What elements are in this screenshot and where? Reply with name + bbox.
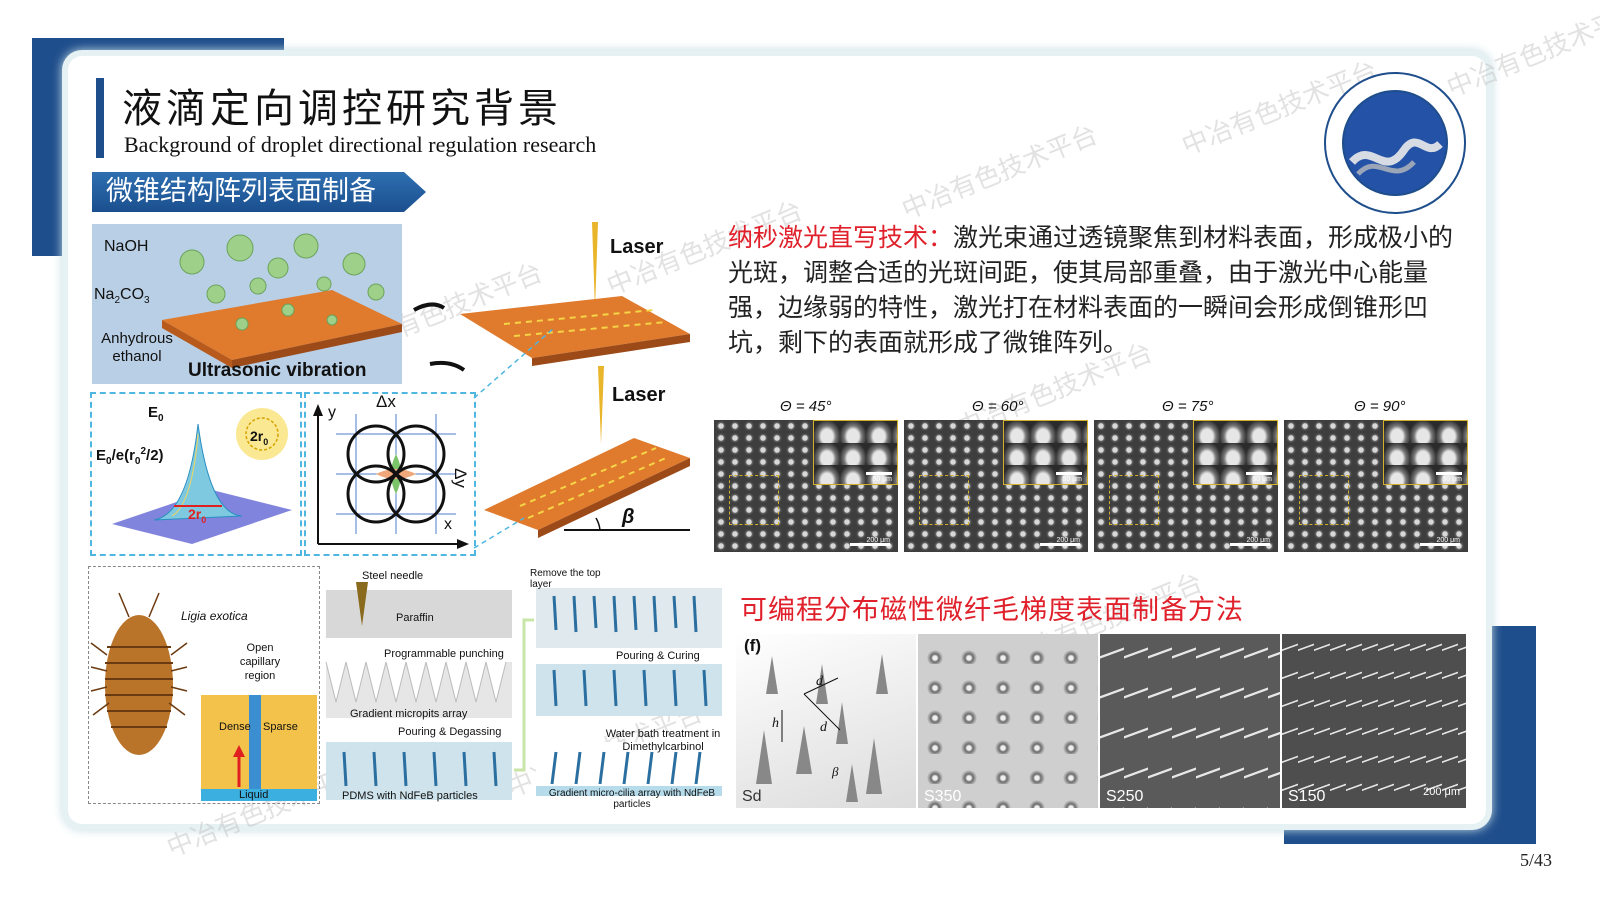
pouring-curing-label: Pouring & Curing — [616, 650, 700, 662]
title-accent-bar — [96, 78, 104, 158]
two-r0-label-spot: 2r0 — [250, 428, 269, 447]
ultrasonic-label: Ultrasonic vibration — [188, 360, 367, 381]
spike-image-s150: S150 200 μm — [1282, 634, 1466, 808]
beta-angle-label: β — [622, 506, 635, 528]
sem-angle-label: Θ = 75° — [1162, 398, 1214, 415]
panel-tag-label: (f) — [744, 636, 761, 655]
spike-panel-label: Sd — [742, 788, 762, 805]
e0-expression-label: E0/e(r02/2) — [96, 446, 164, 467]
spike-image-s250: S250 — [1100, 634, 1280, 808]
steel-needle-label: Steel needle — [362, 570, 424, 582]
naoh-label: NaOH — [104, 238, 149, 255]
fabrication-process-figure: Steel needle Paraffin Programmable punch… — [324, 566, 728, 810]
spike-panel-label: S250 — [1106, 788, 1144, 805]
university-logo — [1322, 70, 1468, 216]
magnetic-cilia-subheading: 可编程分布磁性微纤毛梯度表面制备方法 — [740, 595, 1244, 626]
pdms-label: PDMS with NdFeB particles — [342, 790, 478, 802]
spike-image-s350: S350 — [918, 634, 1098, 808]
two-r0-label-beam: 2r0 — [188, 506, 207, 525]
page-subtitle: Background of droplet directional regula… — [124, 132, 597, 157]
sem-image-60: 50 μm 200 μm — [904, 420, 1088, 552]
liquid-label: Liquid — [239, 789, 269, 801]
ligia-figure: Ligia exotica Open capillary region Dens… — [88, 566, 320, 804]
open-capillary-label: Open capillary region — [239, 642, 281, 682]
sparse-label: Sparse — [263, 721, 298, 733]
water-bath-label: Water bath treatment in Dimethylcarbinol — [605, 728, 721, 753]
sem-image-45: 50 μm 200 μm — [714, 420, 898, 552]
sem-angle-label: Θ = 90° — [1354, 398, 1406, 415]
sem-angle-label: Θ = 60° — [972, 398, 1024, 415]
remove-top-layer-label: Remove the top layer — [530, 568, 601, 590]
paraffin-label: Paraffin — [396, 612, 434, 624]
gradient-cilia-label: Gradient micro-cilia array with NdFeB pa… — [548, 788, 716, 810]
spike-schematic-sd: (f) d d h β Sd — [736, 634, 916, 808]
laser-technique-highlight: 纳秒激光直写技术： — [728, 223, 954, 252]
sem-image-75: 50 μm 200 μm — [1094, 420, 1278, 552]
ligia-species-label: Ligia exotica — [181, 609, 248, 623]
spike-panel-label: S150 — [1288, 788, 1326, 805]
sem-angle-label: Θ = 45° — [780, 398, 832, 415]
dense-label: Dense — [219, 721, 251, 733]
delta-y-label: Δy — [450, 468, 470, 488]
page-number: 5/43 — [1519, 850, 1552, 870]
gradient-micropits-label: Gradient micropits array — [350, 708, 468, 720]
pouring-degassing-label: Pouring & Degassing — [398, 726, 502, 738]
scale-bar-label: 200 μm — [1423, 786, 1460, 798]
laser-description: 纳秒激光直写技术：激光束通过透镜聚焦到材料表面，形成极小的光斑，调整合适的光斑间… — [728, 220, 1458, 360]
sem-image-90: 50 μm 200 μm — [1284, 420, 1468, 552]
na2co3-label: Na2CO3 — [94, 286, 150, 307]
section-banner: 微锥结构阵列表面制备 — [92, 172, 426, 212]
laser-plates-illustration — [413, 222, 690, 549]
laser-label-1: Laser — [610, 236, 664, 258]
spike-panel-label: S350 — [924, 788, 962, 805]
page-title: 液滴定向调控研究背景 — [122, 86, 562, 132]
axis-x-label: x — [444, 516, 452, 533]
programmable-punching-label: Programmable punching — [384, 648, 504, 660]
ethanol-label: Anhydrous ethanol — [101, 330, 173, 365]
laser-label-2: Laser — [612, 384, 666, 406]
laser-technique-text: 激光束通过透镜聚焦到材料表面，形成极小的光斑，调整合适的光斑间距，使其局部重叠，… — [728, 223, 1454, 357]
delta-x-label: Δx — [376, 392, 396, 411]
e0-label: E0 — [148, 404, 164, 424]
axis-y-label: y — [328, 404, 336, 421]
etching-figure: NaOH Na2CO3 Anhydrous ethanol Ultrasonic… — [92, 224, 402, 384]
gaussian-beam-panel: E0 E0/e(r02/2) 2r0 2r0 — [90, 392, 302, 556]
spot-overlap-panel: y x Δx Δy — [304, 392, 476, 556]
